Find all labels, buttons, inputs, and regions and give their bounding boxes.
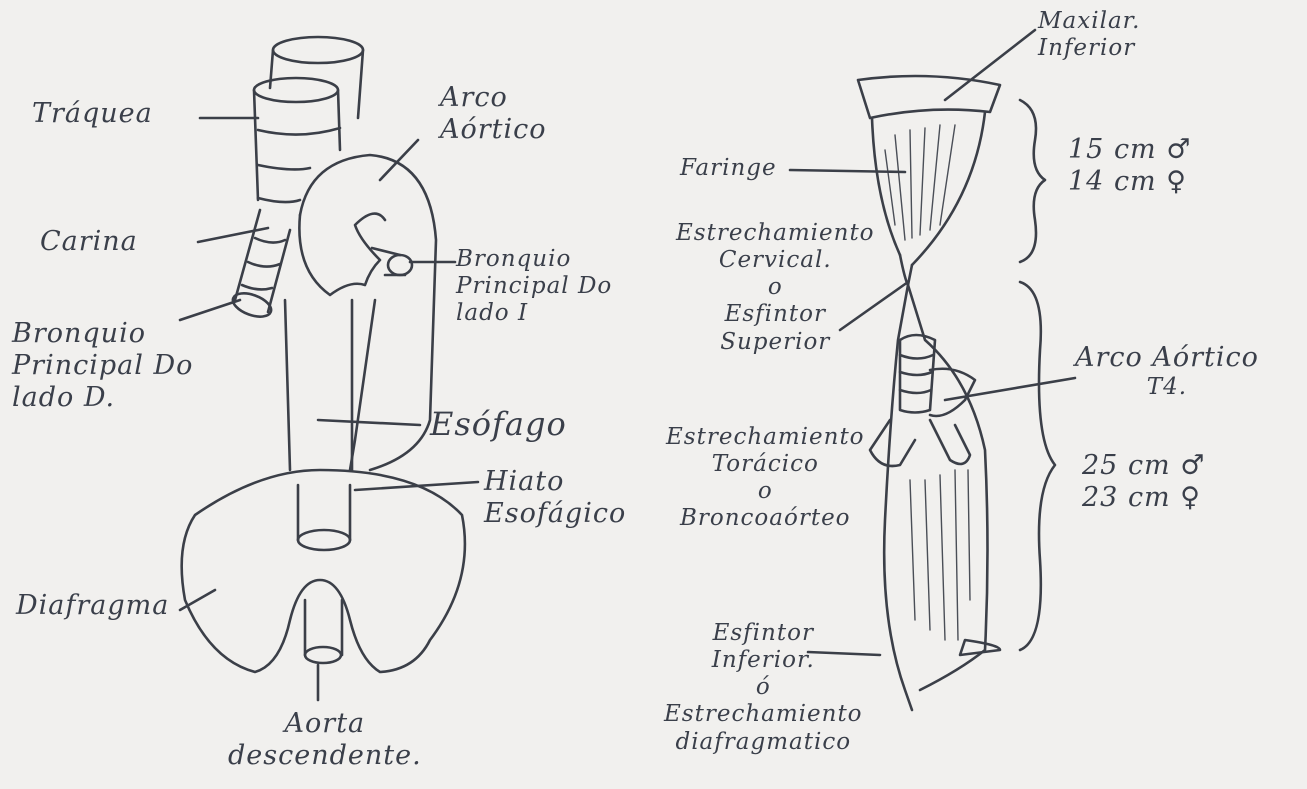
label-estrechamiento-toracico: Estrechamiento Torácico o Broncoaórteo — [666, 424, 865, 533]
label-hiato: Hiato Esofágico — [484, 466, 626, 530]
label-toracico-length: 25 cm ♂ 23 cm ♀ — [1082, 450, 1205, 514]
label-faringe: Faringe — [680, 155, 777, 182]
label-traquea: Tráquea — [32, 98, 153, 130]
aortic-arch-right-drawing — [870, 335, 975, 466]
label-maxilar: Maxilar. Inferior — [1038, 8, 1140, 62]
label-estrechamiento-cervical: Estrechamiento Cervical. o Esfintor Supe… — [676, 220, 875, 356]
label-arco-aortico-left: Arco Aórtico — [440, 82, 547, 146]
thoracic-esophagus-drawing — [884, 285, 1000, 710]
label-arco-aortico-right: Arco Aórtico T4. — [1075, 342, 1259, 401]
label-cervical-length: 15 cm ♂ 14 cm ♀ — [1068, 134, 1191, 198]
left-bronchus-drawing — [230, 210, 290, 321]
label-aorta: Aorta descendente. — [228, 708, 422, 772]
label-bronquio-izq: Bronquio Principal Do lado I — [456, 246, 612, 327]
left-leader-lines — [180, 118, 478, 610]
label-esfinter-inferior: Esfintor Inferior. ó Estrechamiento diaf… — [664, 620, 863, 756]
label-esofago: Esófago — [430, 406, 567, 444]
esophagus-drawing — [285, 300, 352, 470]
mandible-drawing — [858, 30, 1035, 118]
label-bronquio-der: Bronquio Principal Do lado D. — [12, 318, 193, 414]
pharynx-drawing — [872, 112, 985, 285]
label-carina: Carina — [40, 226, 138, 258]
trachea-drawing — [254, 37, 363, 202]
diaphragm-drawing — [182, 470, 465, 700]
label-diafragma: Diafragma — [16, 590, 169, 622]
